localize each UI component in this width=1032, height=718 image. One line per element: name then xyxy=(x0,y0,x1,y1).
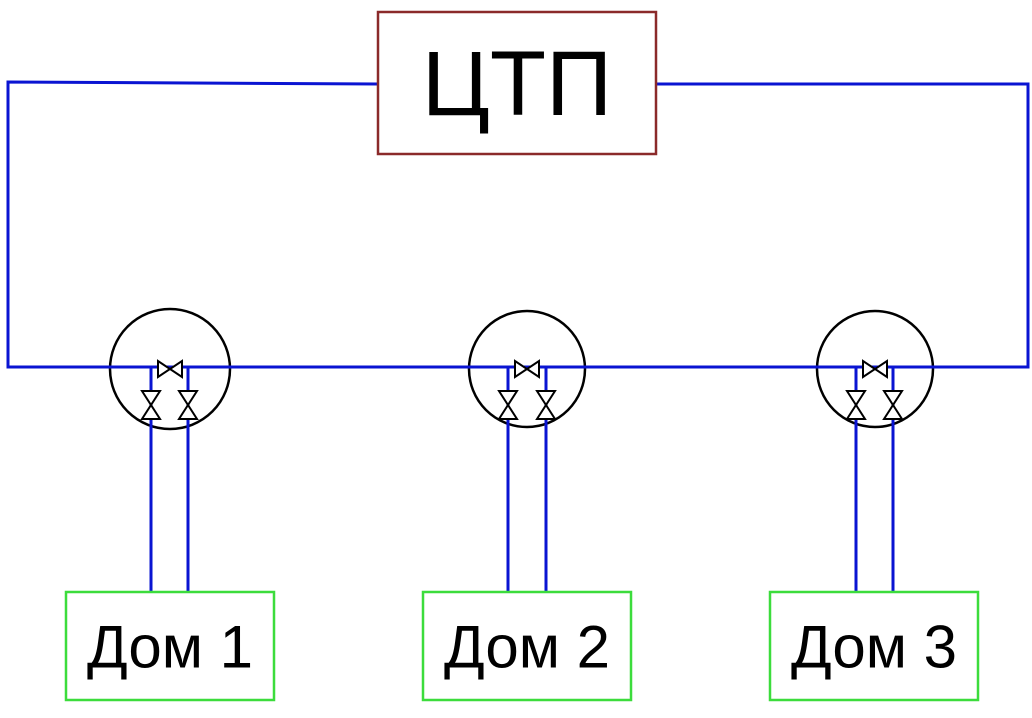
main-pipe-right xyxy=(656,82,1030,369)
valve-chamber-3 xyxy=(815,309,935,429)
ctp-label: ЦТП xyxy=(422,33,612,135)
house-box-3: Дом 3 xyxy=(768,590,980,702)
house-label-1: Дом 1 xyxy=(87,614,253,681)
gate-valve-icon xyxy=(862,359,888,379)
house-box-border xyxy=(64,590,276,702)
gate-valve-icon xyxy=(882,390,904,420)
gate-valve-icon xyxy=(157,359,183,379)
gate-valve-icon xyxy=(497,390,519,420)
gate-valve-icon xyxy=(845,390,867,420)
house-box-1: Дом 1 xyxy=(64,590,276,702)
house-label-2: Дом 2 xyxy=(444,614,610,681)
house-label-3: Дом 3 xyxy=(791,614,957,681)
valve-chamber-1 xyxy=(108,307,232,431)
gate-valve-icon xyxy=(177,390,199,420)
house-box-border xyxy=(768,590,980,702)
gate-valve-icon xyxy=(140,390,162,420)
gate-valve-icon xyxy=(535,390,557,420)
main-pipe-left xyxy=(6,80,379,369)
valve-chamber-2 xyxy=(467,309,587,429)
gate-valve-icon xyxy=(514,359,540,379)
ctp-box: ЦТП xyxy=(376,10,658,156)
house-box-2: Дом 2 xyxy=(421,590,633,702)
house-box-border xyxy=(421,590,633,702)
ctp-box-border xyxy=(376,10,658,156)
